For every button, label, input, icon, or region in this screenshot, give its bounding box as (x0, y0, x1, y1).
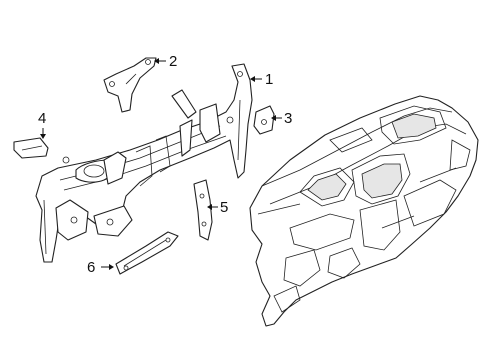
callout-3: 3 (271, 110, 292, 127)
instrument-panel (249, 95, 479, 327)
side-bracket (253, 105, 275, 135)
callout-6-number: 6 (87, 259, 95, 276)
callout-6: 6 (87, 259, 114, 276)
lower-reinforcement (115, 231, 179, 275)
callout-2-number: 2 (169, 53, 177, 70)
callout-1: 1 (250, 71, 273, 88)
callout-4: 4 (38, 110, 46, 139)
left-end-bracket (13, 137, 49, 159)
cross-car-beam (35, 63, 253, 263)
callout-5: 5 (207, 199, 228, 216)
upper-bracket (103, 57, 157, 113)
callout-3-number: 3 (284, 110, 292, 127)
callout-1-number: 1 (265, 71, 273, 88)
vertical-brace (193, 179, 213, 241)
callout-5-number: 5 (220, 199, 228, 216)
callout-4-number: 4 (38, 110, 46, 127)
callout-2: 2 (154, 53, 177, 70)
